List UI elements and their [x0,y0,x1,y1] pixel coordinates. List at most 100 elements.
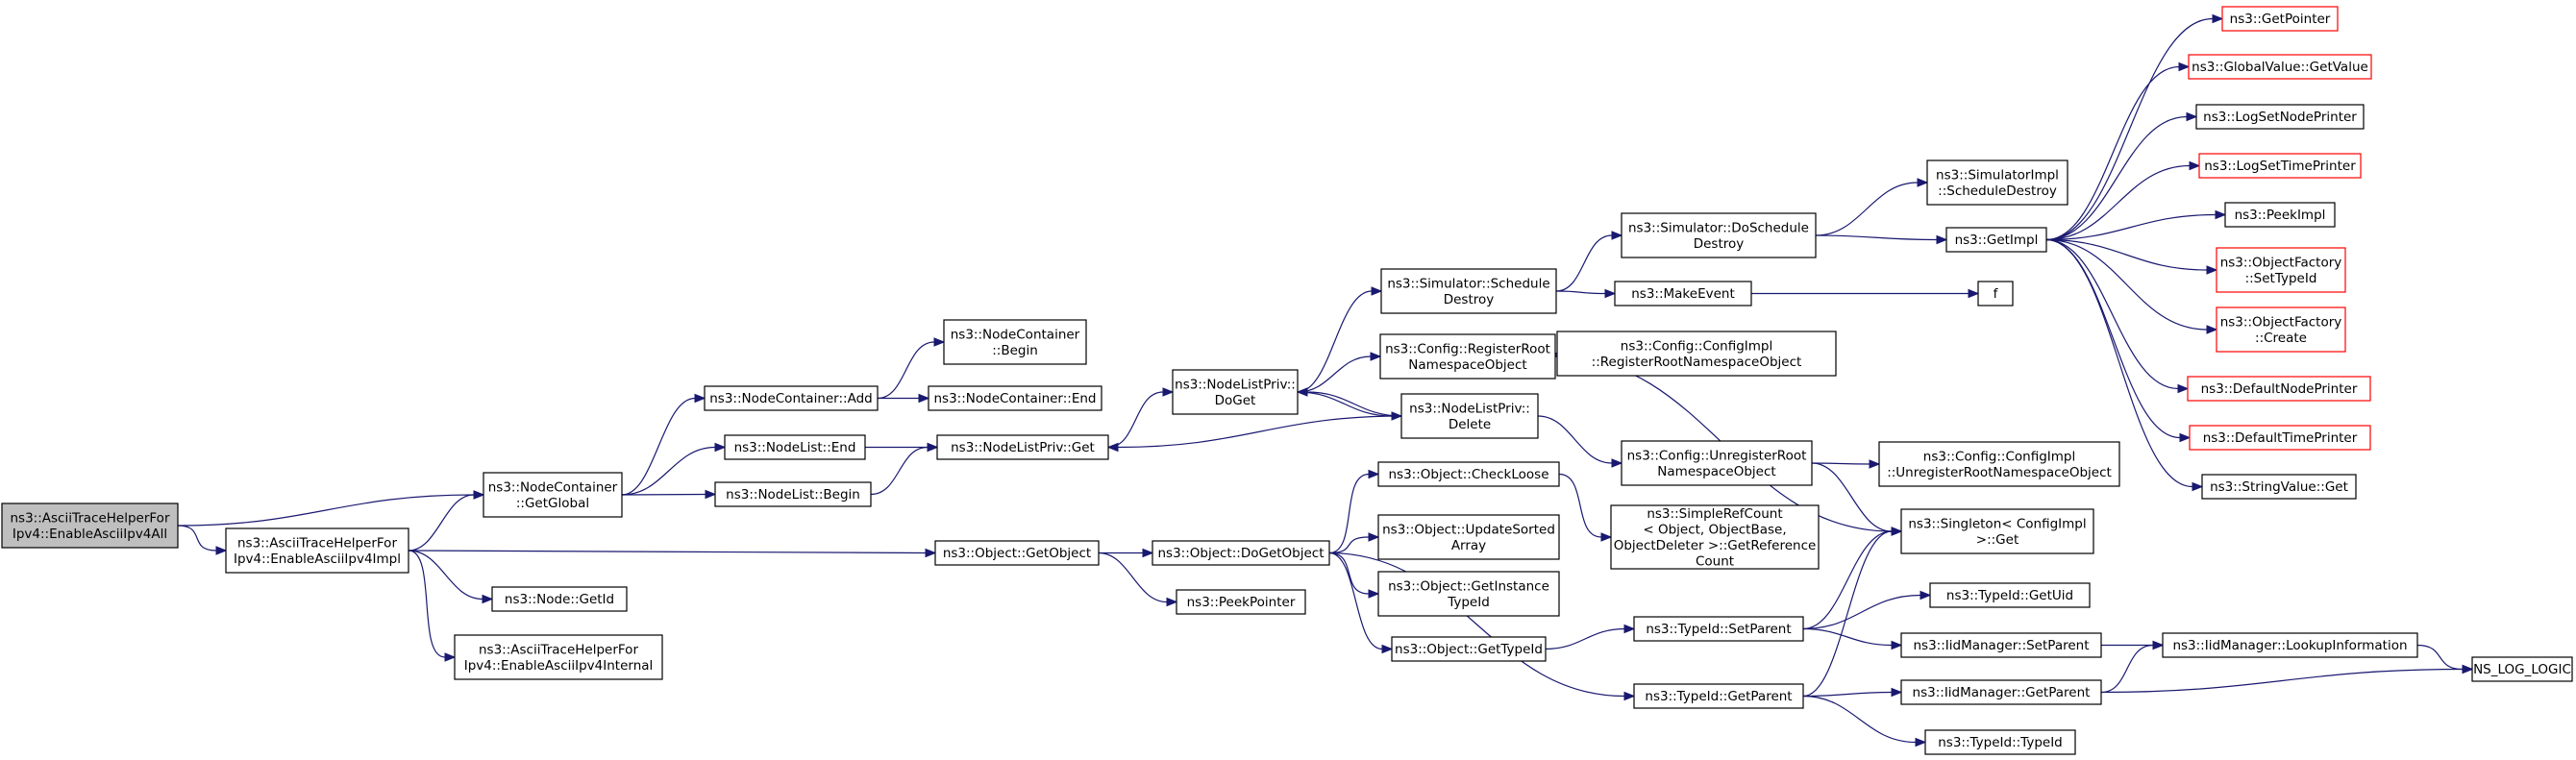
node-box[interactable] [1900,508,2094,554]
function-node-nl-begin[interactable]: ns3::NodeList::Begin [714,481,872,507]
node-box[interactable] [1176,589,1306,615]
node-box[interactable] [1900,632,2102,658]
node-box[interactable] [1610,504,1820,570]
node-box[interactable] [1379,333,1556,380]
function-node-enableasciiipv4internal[interactable]: ns3::AsciiTraceHelperForIpv4::EnableAsci… [454,634,663,680]
node-box[interactable] [1900,679,2102,705]
function-node-nc-getglobal[interactable]: ns3::NodeContainer::GetGlobal [483,472,623,518]
node-box[interactable] [1633,683,1804,709]
function-node-enableasciiipv4impl[interactable]: ns3::AsciiTraceHelperForIpv4::EnableAsci… [225,527,409,574]
function-node-f[interactable]: f [1977,281,2014,306]
node-box[interactable] [704,385,879,411]
node-box[interactable] [714,481,872,507]
function-node-makeevent[interactable]: ns3::MakeEvent [1614,281,1752,306]
node-box[interactable] [724,434,866,460]
node-box[interactable] [1633,616,1804,642]
node-box[interactable] [1924,729,2076,755]
function-node-typeid-getuid[interactable]: ns3::TypeId::GetUid [1929,582,2091,608]
node-box[interactable] [1377,514,1560,560]
node-box[interactable] [2189,425,2371,451]
function-node-nc-add[interactable]: ns3::NodeContainer::Add [704,385,879,411]
function-node-logsetnodeprinter[interactable]: ns3::LogSetNodePrinter [2195,104,2365,130]
function-node-stringvalue-get[interactable]: ns3::StringValue::Get [2201,474,2357,500]
node-box[interactable] [2201,474,2357,500]
node-box[interactable] [2471,656,2573,682]
function-node-cfg-unregisterroot[interactable]: ns3::Config::UnregisterRootNamespaceObje… [1621,440,1813,486]
function-node-peekimpl[interactable]: ns3::PeekImpl [2224,202,2336,228]
function-node-ns-log-logic[interactable]: NS_LOG_LOGIC [2471,656,2573,682]
node-box[interactable] [1391,636,1547,662]
function-node-cfgimpl-unregister[interactable]: ns3::Config::ConfigImpl::UnregisterRootN… [1878,441,2120,487]
node-box[interactable] [936,434,1109,460]
node-box[interactable] [225,527,409,574]
function-node-nlp-get[interactable]: ns3::NodeListPriv::Get [936,434,1109,460]
node-box[interactable] [1377,571,1560,617]
node-box[interactable] [1977,281,2014,306]
function-node-obj-getobject[interactable]: ns3::Object::GetObject [934,540,1100,566]
function-node-nlp-delete[interactable]: ns3::NodeListPriv::Delete [1400,393,1539,439]
node-box[interactable] [491,586,628,612]
node-box[interactable] [2195,104,2365,130]
node-box[interactable] [928,385,1102,411]
function-node-objfactory-create[interactable]: ns3::ObjectFactory::Create [2216,306,2346,353]
node-box[interactable] [1,503,179,549]
function-node-node-getid[interactable]: ns3::Node::GetId [491,586,628,612]
node-box[interactable] [1152,540,1330,566]
function-node-simplerefcount[interactable]: ns3::SimpleRefCount< Object, ObjectBase,… [1610,504,1820,570]
node-box[interactable] [2224,202,2336,228]
function-node-typeid-setparent[interactable]: ns3::TypeId::SetParent [1633,616,1804,642]
function-node-iid-getparent[interactable]: ns3::IidManager::GetParent [1900,679,2102,705]
node-box[interactable] [1172,369,1299,415]
node-box[interactable] [2216,306,2346,353]
node-box[interactable] [1556,331,1837,377]
node-box[interactable] [1926,159,2068,206]
node-box[interactable] [1380,268,1557,314]
function-node-sim-scheduledestroy[interactable]: ns3::Simulator::ScheduleDestroy [1380,268,1557,314]
function-node-logsettimeprinter[interactable]: ns3::LogSetTimePrinter [2198,153,2362,179]
node-box[interactable] [2198,153,2362,179]
function-node-cfgimpl-register[interactable]: ns3::Config::ConfigImpl::RegisterRootNam… [1556,331,1837,377]
function-node-singleton-get[interactable]: ns3::Singleton< ConfigImpl>::Get [1900,508,2094,554]
function-node-typeid-getparent[interactable]: ns3::TypeId::GetParent [1633,683,1804,709]
function-node-getimpl[interactable]: ns3::GetImpl [1945,227,2047,253]
node-box[interactable] [2221,6,2339,32]
node-box[interactable] [1621,212,1817,258]
function-node-nc-end[interactable]: ns3::NodeContainer::End [928,385,1102,411]
node-box[interactable] [2162,632,2418,658]
node-box[interactable] [943,319,1087,365]
function-node-globalvalue-getvalue[interactable]: ns3::GlobalValue::GetValue [2188,54,2372,80]
function-node-root[interactable]: ns3::AsciiTraceHelperForIpv4::EnableAsci… [1,503,179,549]
node-box[interactable] [1621,440,1813,486]
function-node-iid-lookup[interactable]: ns3::IidManager::LookupInformation [2162,632,2418,658]
function-node-obj-gettypeid[interactable]: ns3::Object::GetTypeId [1391,636,1547,662]
function-node-cfg-registerroot[interactable]: ns3::Config::RegisterRootNamespaceObject [1379,333,1556,380]
function-node-getpointer[interactable]: ns3::GetPointer [2221,6,2339,32]
node-box[interactable] [1377,461,1560,487]
function-node-nl-end[interactable]: ns3::NodeList::End [724,434,866,460]
node-box[interactable] [483,472,623,518]
node-box[interactable] [1400,393,1539,439]
node-box[interactable] [1945,227,2047,253]
node-box[interactable] [934,540,1100,566]
function-node-peekpointer[interactable]: ns3::PeekPointer [1176,589,1306,615]
node-box[interactable] [2188,54,2372,80]
node-box[interactable] [1929,582,2091,608]
function-node-iid-setparent[interactable]: ns3::IidManager::SetParent [1900,632,2102,658]
function-node-defaulttimeprinter[interactable]: ns3::DefaultTimePrinter [2189,425,2371,451]
function-node-nc-begin[interactable]: ns3::NodeContainer::Begin [943,319,1087,365]
node-box[interactable] [454,634,663,680]
node-box[interactable] [1878,441,2120,487]
node-box[interactable] [1614,281,1752,306]
function-node-nlp-doget[interactable]: ns3::NodeListPriv::DoGet [1172,369,1299,415]
function-node-typeid-typeid[interactable]: ns3::TypeId::TypeId [1924,729,2076,755]
node-box[interactable] [2216,247,2346,293]
function-node-objfactory-settypeid[interactable]: ns3::ObjectFactory::SetTypeId [2216,247,2346,293]
node-box[interactable] [2187,376,2371,402]
function-node-obj-checkloose[interactable]: ns3::Object::CheckLoose [1377,461,1560,487]
function-node-defaultnodeprinter[interactable]: ns3::DefaultNodePrinter [2187,376,2371,402]
function-node-simimpl-scheduledestroy[interactable]: ns3::SimulatorImpl::ScheduleDestroy [1926,159,2068,206]
function-node-obj-dogetobject[interactable]: ns3::Object::DoGetObject [1152,540,1330,566]
